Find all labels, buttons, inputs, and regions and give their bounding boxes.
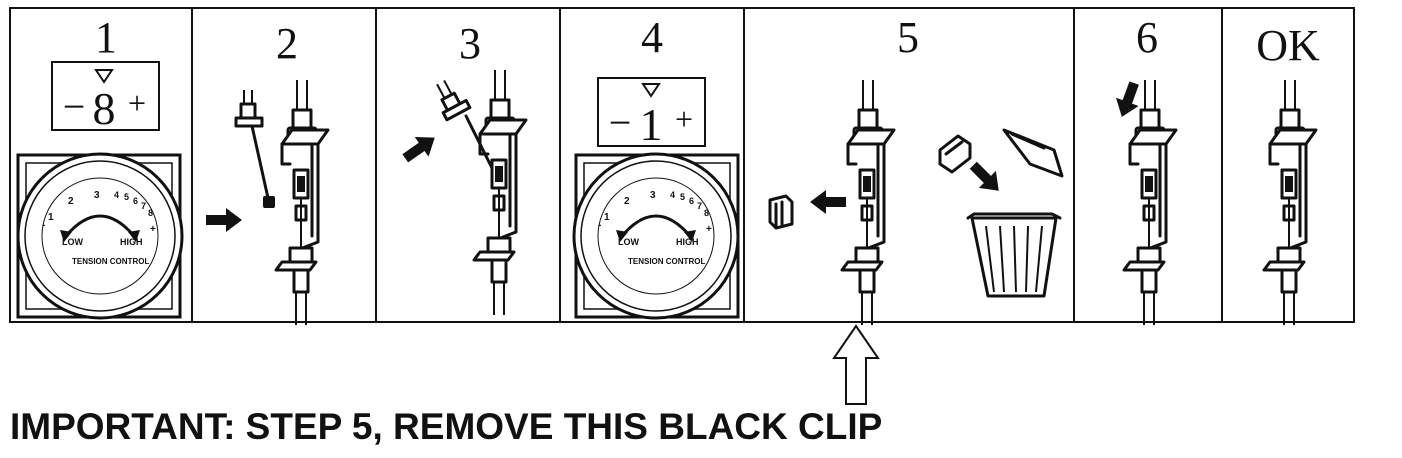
- clamp-device: [1262, 78, 1318, 327]
- dial-tick-8: 8: [704, 208, 709, 218]
- step-ok: OK: [1256, 21, 1320, 70]
- clamp-device: [274, 78, 330, 327]
- arrow-right-icon: [206, 208, 242, 232]
- arrow-down-icon: [964, 156, 1008, 200]
- black-clip-part: [938, 134, 972, 174]
- dial-tick-5: 5: [680, 192, 685, 202]
- thread-guide-part: [436, 79, 472, 122]
- dial-low-label: LOW: [62, 237, 83, 247]
- dial-tick-7: 7: [697, 201, 702, 211]
- dial-minus: -: [598, 220, 601, 231]
- step-5-illustration: [768, 78, 1064, 327]
- dial-tick-4: 4: [670, 190, 675, 200]
- minus-sign: −: [609, 100, 632, 145]
- dial-scale: - 1 2 3 4 5 6 7 8 +: [42, 190, 156, 235]
- clamp-device: [840, 78, 896, 327]
- dial-tick-3: 3: [650, 190, 656, 201]
- dial-high-label: HIGH: [676, 237, 699, 247]
- minus-sign: −: [63, 84, 86, 129]
- value-box-step-4: − 1 +: [597, 77, 706, 150]
- step-number-3: 3: [459, 19, 481, 68]
- dial-tick-4: 4: [114, 190, 119, 200]
- dial-tick-6: 6: [133, 196, 138, 206]
- step-number-1: 1: [95, 13, 117, 62]
- arrow-right-icon: [398, 127, 442, 169]
- ok-illustration: [1262, 78, 1318, 327]
- step-2-illustration: [206, 78, 330, 327]
- value-box-step-1: − 8 +: [51, 61, 160, 134]
- dial-tick-1: 1: [604, 212, 610, 223]
- step-number-5: 5: [897, 13, 919, 62]
- black-clip-removed: [768, 194, 794, 230]
- dial-tick-3: 3: [94, 190, 100, 201]
- dial-tick-6: 6: [689, 196, 694, 206]
- clamp-device: [1122, 78, 1178, 327]
- plus-sign: +: [128, 85, 146, 121]
- step-number-2: 2: [276, 19, 298, 68]
- step-6-illustration: [1110, 78, 1178, 327]
- tension-dial-step-1: - 1 2 3 4 5 6 7 8 + LOW HIGH TENSION CON…: [16, 152, 184, 320]
- dial-caption: TENSION CONTROL: [628, 257, 705, 266]
- panel-frame: [9, 7, 1355, 323]
- dial-tick-8: 8: [148, 208, 153, 218]
- dial-tick-7: 7: [141, 201, 146, 211]
- trash-can-icon: [966, 128, 1064, 298]
- dial-tick-1: 1: [48, 212, 54, 223]
- dial-plus: +: [150, 224, 156, 235]
- thread-guide-part: [234, 90, 275, 208]
- dial-scale: - 1 2 3 4 5 6 7 8 +: [598, 190, 712, 235]
- marker-triangle-icon: [641, 83, 661, 98]
- important-note: IMPORTANT: STEP 5, REMOVE THIS BLACK CLI…: [10, 406, 883, 447]
- dial-minus: -: [42, 220, 45, 231]
- plus-sign: +: [675, 101, 693, 137]
- dial-tick-5: 5: [124, 192, 129, 202]
- tension-dial-step-4: - 1 2 3 4 5 6 7 8 + LOW HIGH TENSION CON…: [572, 152, 740, 320]
- dial-value: 8: [93, 83, 116, 134]
- dial-low-label: LOW: [618, 237, 639, 247]
- dial-tick-2: 2: [68, 196, 74, 207]
- clamp-device: [472, 68, 528, 317]
- dial-tick-2: 2: [624, 196, 630, 207]
- arrow-left-icon: [810, 190, 846, 214]
- dial-plus: +: [706, 224, 712, 235]
- step-number-4: 4: [641, 13, 663, 62]
- dial-high-label: HIGH: [120, 237, 143, 247]
- dial-caption: TENSION CONTROL: [72, 257, 149, 266]
- marker-triangle-icon: [94, 69, 114, 84]
- step-number-6: 6: [1136, 13, 1158, 62]
- dial-value: 1: [640, 99, 663, 150]
- hollow-up-arrow-icon: [832, 324, 880, 405]
- step-3-illustration: [398, 68, 528, 317]
